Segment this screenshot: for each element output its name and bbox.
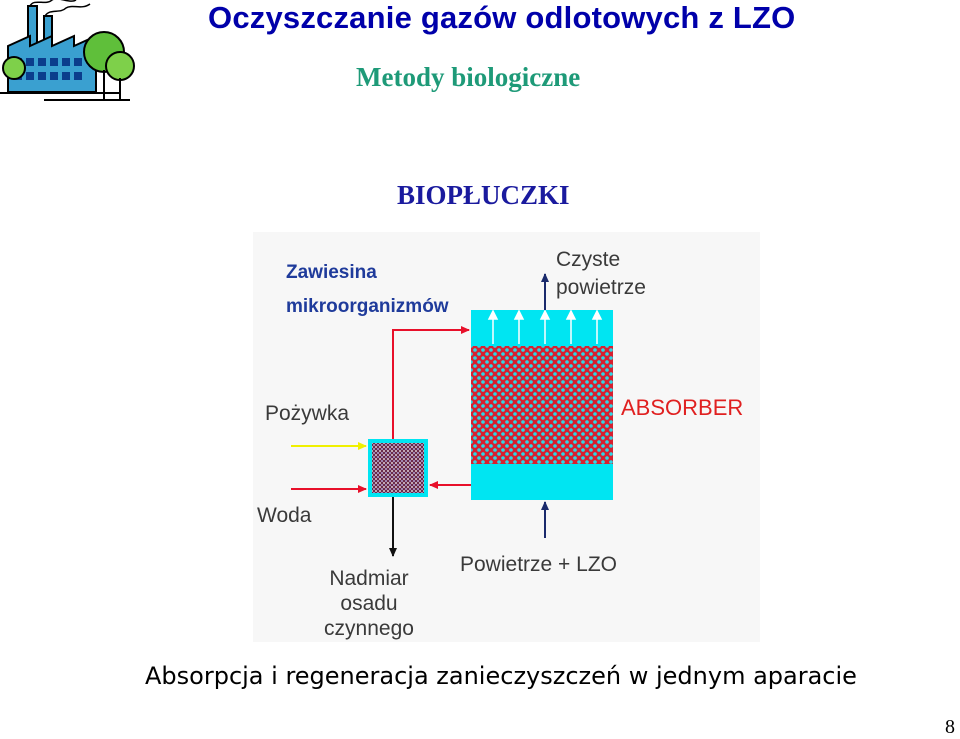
suspension-flow-line <box>392 326 470 439</box>
page-title: Oczyszczanie gazów odlotowych z LZO <box>208 0 796 35</box>
clean-air-label-line1: Czyste <box>556 248 620 271</box>
nutrient-label: Pożywka <box>265 402 349 425</box>
page-number: 8 <box>945 716 955 738</box>
clean-air-label-line2: powietrze <box>556 276 646 299</box>
absorber-packing <box>471 346 613 464</box>
page-subtitle: Metody biologiczne <box>356 62 581 92</box>
factory-with-trees-icon <box>0 0 135 101</box>
absorber-bottom-zone <box>471 464 613 500</box>
bioscrubber-diagram: Zawiesina mikroorganizmów Czyste powietr… <box>253 232 760 642</box>
sludge-label-line1: Nadmiar <box>329 567 408 590</box>
diagram-caption: Absorpcja i regeneracja zanieczyszczeń w… <box>145 662 857 690</box>
absorber-column <box>471 309 613 500</box>
air-inlet-label: Powietrze + LZO <box>460 553 617 576</box>
sludge-label-line3: czynnego <box>324 617 414 640</box>
absorber-label: ABSORBER <box>621 395 743 420</box>
regeneration-tank-content <box>372 443 424 493</box>
suspension-label-line2: mikroorganizmów <box>286 296 449 317</box>
section-title: BIOPŁUCZKI <box>397 180 570 210</box>
suspension-label-line1: Zawiesina <box>286 262 377 283</box>
water-label: Woda <box>257 504 312 527</box>
upflow-arrows <box>487 309 603 344</box>
sludge-label-line2: osadu <box>340 592 397 615</box>
